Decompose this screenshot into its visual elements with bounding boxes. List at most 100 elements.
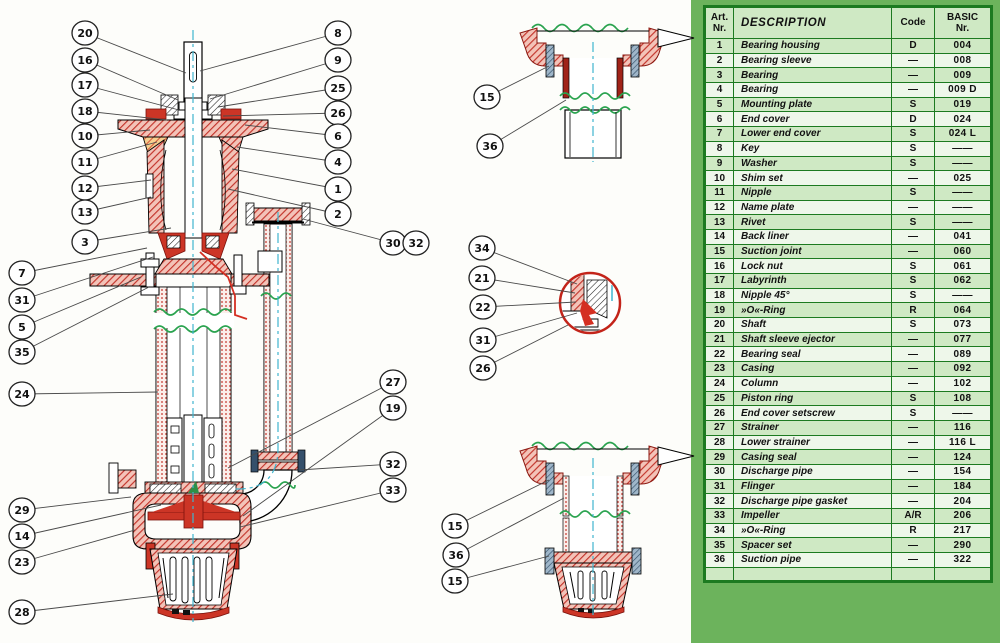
row-description — [733, 566, 892, 583]
leader-line-17 — [84, 84, 180, 111]
row-basic-nr: 064 — [934, 302, 992, 319]
row-code: S — [891, 287, 935, 304]
grease-nipple-line — [199, 251, 248, 320]
row-code: S — [891, 258, 935, 274]
row-code: S — [891, 214, 935, 230]
row-art-nr: 35 — [704, 537, 734, 554]
callout-balloon-4: 4 — [324, 149, 352, 175]
row-basic-nr: 060 — [934, 243, 992, 260]
callout-balloon-3: 3 — [71, 229, 99, 255]
row-basic-nr: —— — [934, 287, 992, 304]
svg-text:18: 18 — [77, 105, 92, 118]
svg-text:5: 5 — [18, 321, 26, 334]
row-code: — — [891, 331, 935, 348]
row-basic-nr: 024 — [934, 111, 992, 128]
strainer-detail — [519, 441, 695, 619]
row-description: End cover — [733, 111, 892, 128]
svg-text:34: 34 — [474, 242, 490, 255]
row-description: Labyrinth — [733, 273, 892, 289]
pump-cross-section-diagram: 2016171810111213373153524291423288925266… — [8, 20, 695, 625]
row-description: Nipple — [733, 184, 892, 201]
callout-balloon-33: 33 — [379, 477, 407, 503]
row-basic-nr: 073 — [934, 317, 992, 333]
col-header-description: DESCRIPTION — [733, 6, 892, 39]
callout-balloon-14: 14 — [8, 523, 36, 549]
leader-line-8 — [199, 32, 339, 72]
svg-text:33: 33 — [385, 484, 400, 497]
row-basic-nr: 025 — [934, 170, 992, 186]
leader-line-23 — [21, 529, 136, 563]
row-art-nr: 5 — [704, 96, 734, 113]
row-description: Bearing — [733, 67, 892, 84]
impeller — [147, 481, 241, 529]
row-basic-nr: 204 — [934, 493, 992, 509]
row-art-nr: 24 — [704, 375, 734, 392]
row-description: Casing seal — [733, 449, 892, 465]
shaft-sleeve-assembly — [166, 414, 223, 491]
svg-text:9: 9 — [334, 54, 342, 67]
row-code: S — [891, 184, 935, 201]
callout-balloons: 2016171810111213373153524291423288925266… — [8, 20, 504, 625]
svg-text:20: 20 — [77, 27, 93, 40]
row-code: — — [891, 493, 935, 509]
row-description: Shaft sleeve ejector — [733, 331, 892, 348]
row-description: Casing — [733, 361, 892, 377]
row-basic-nr: 184 — [934, 478, 992, 495]
row-art-nr: 6 — [704, 111, 734, 128]
row-basic-nr: 062 — [934, 273, 992, 289]
row-description: Lower end cover — [733, 126, 892, 142]
svg-text:26: 26 — [475, 362, 491, 375]
row-description: Shim set — [733, 170, 892, 186]
leader-line-24 — [21, 391, 159, 395]
row-code: S — [891, 140, 935, 157]
row-code: D — [891, 38, 935, 54]
callout-balloon-24: 24 — [8, 381, 36, 407]
row-code: — — [891, 449, 935, 465]
row-code: — — [891, 463, 935, 480]
svg-text:15: 15 — [447, 520, 462, 533]
row-basic-nr: 124 — [934, 449, 992, 465]
callout-balloon-17: 17 — [71, 72, 99, 98]
row-code: S — [891, 405, 935, 421]
leader-line-31 — [482, 312, 578, 341]
row-code: — — [891, 52, 935, 69]
callout-balloon-1: 1 — [324, 176, 352, 202]
callout-balloon-19: 19 — [379, 395, 407, 421]
svg-text:11: 11 — [77, 156, 92, 169]
leader-line-3 — [84, 227, 172, 243]
leader-line-27 — [227, 381, 394, 469]
row-code: — — [891, 346, 935, 363]
leader-line-20 — [84, 32, 187, 74]
row-art-nr: 20 — [704, 317, 734, 333]
row-code: — — [891, 361, 935, 377]
row-description: Suction joint — [733, 243, 892, 260]
row-description: »O«-Ring — [733, 302, 892, 319]
row-basic-nr: 290 — [934, 537, 992, 554]
svg-text:35: 35 — [14, 346, 29, 359]
row-code: S — [891, 390, 935, 407]
callout-balloon-15: 15 — [441, 513, 469, 539]
row-art-nr: 32 — [704, 493, 734, 509]
row-description: Shaft — [733, 317, 892, 333]
row-description: Bearing housing — [733, 38, 892, 54]
leader-line-36 — [489, 99, 567, 147]
row-art-nr: 16 — [704, 258, 734, 274]
suction-joint-bolt — [545, 44, 555, 78]
svg-text:8: 8 — [334, 27, 342, 40]
svg-text:2: 2 — [334, 208, 342, 221]
row-description: Suction pipe — [733, 552, 892, 568]
